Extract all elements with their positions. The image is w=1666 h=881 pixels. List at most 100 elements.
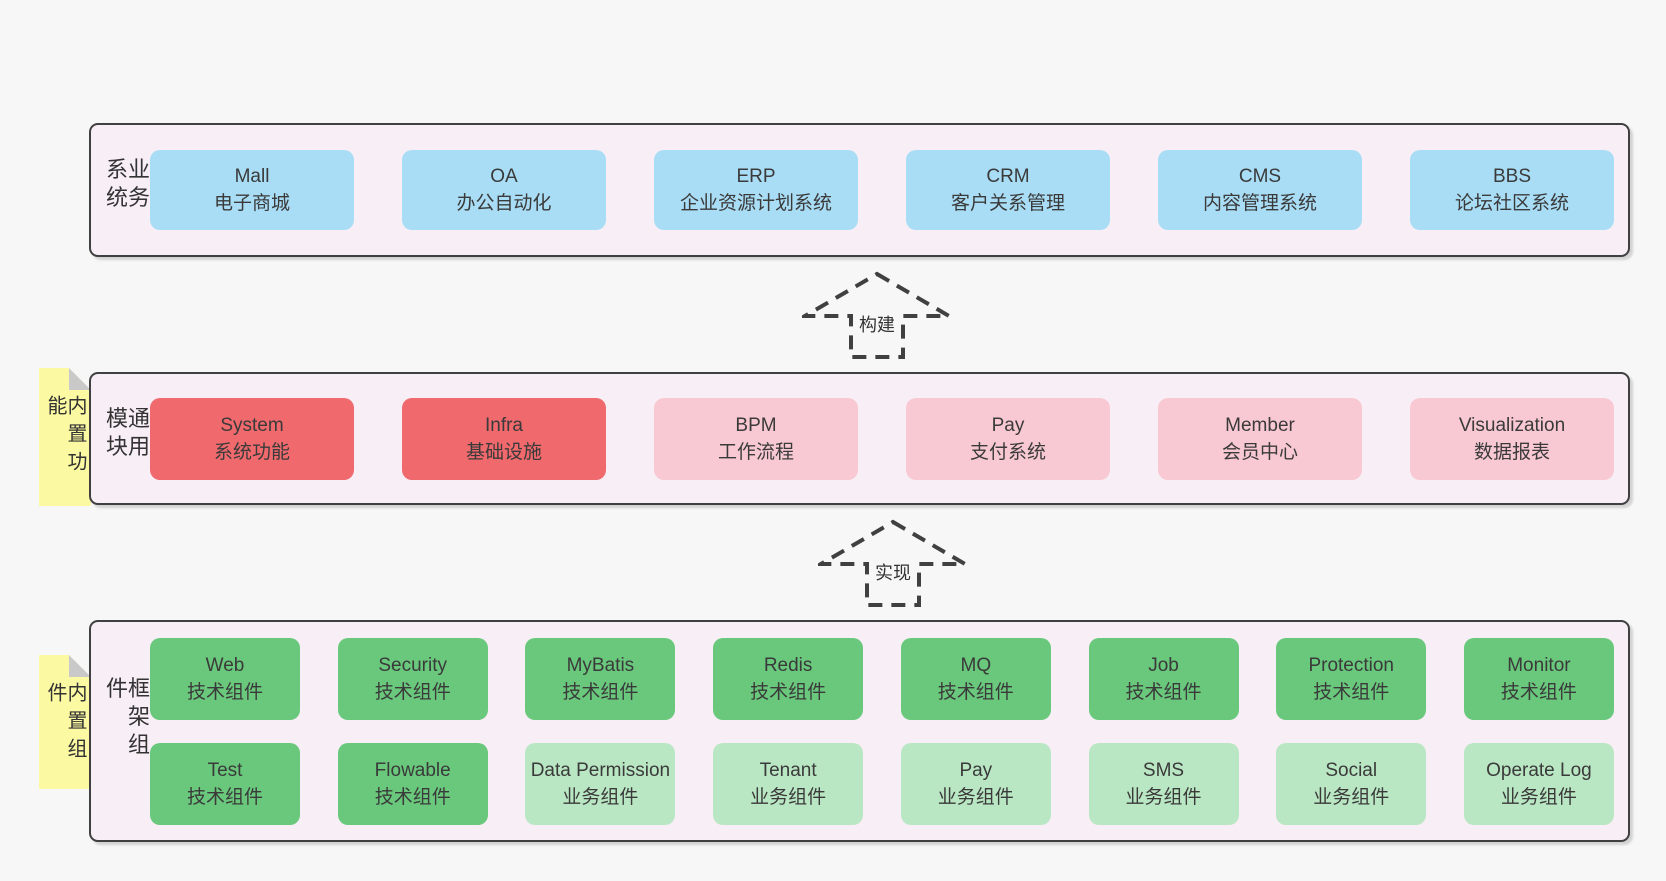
band-label: 业务系统 bbox=[103, 157, 150, 214]
band-rows: Mall 电子商城 OA 办公自动化 ERP 企业资源计划系统 CRM 客户关系… bbox=[150, 150, 1614, 230]
arrow-implement: 实现 bbox=[818, 518, 968, 608]
box-subtitle: 技术组件 bbox=[750, 681, 827, 703]
box-monitor: Monitor 技术组件 bbox=[1463, 637, 1614, 720]
box-subtitle: 技术组件 bbox=[1125, 681, 1202, 703]
folded-corner-icon bbox=[69, 655, 91, 677]
box-title: Tenant bbox=[759, 759, 817, 781]
box-subtitle: 客户关系管理 bbox=[950, 193, 1065, 214]
band-common-modules: 通用模块 System 系统功能 Infra 基础设施 BPM 工作流程 Pay… bbox=[89, 372, 1630, 505]
box-subtitle: 内容管理系统 bbox=[1202, 193, 1317, 214]
dashed-up-arrow-icon bbox=[818, 519, 968, 607]
box-row: System 系统功能 Infra 基础设施 BPM 工作流程 Pay 支付系统… bbox=[150, 397, 1614, 480]
box-title: Job bbox=[1148, 654, 1179, 676]
box-operate-log: Operate Log 业务组件 bbox=[1463, 742, 1614, 825]
box-protection: Protection 技术组件 bbox=[1276, 637, 1427, 720]
box-subtitle: 技术组件 bbox=[374, 786, 451, 808]
box-subtitle: 办公自动化 bbox=[456, 193, 552, 214]
box-title: Operate Log bbox=[1486, 759, 1592, 781]
box-bpm: BPM 工作流程 bbox=[654, 397, 858, 480]
box-row: Web 技术组件 Security 技术组件 MyBatis 技术组件 Redi… bbox=[150, 637, 1614, 720]
box-subtitle: 电子商城 bbox=[213, 193, 290, 214]
box-title: SMS bbox=[1142, 759, 1185, 781]
band-rows: Web 技术组件 Security 技术组件 MyBatis 技术组件 Redi… bbox=[150, 637, 1614, 825]
box-subtitle: 数据报表 bbox=[1473, 441, 1550, 463]
box-security: Security 技术组件 bbox=[337, 637, 488, 720]
box-sms: SMS 业务组件 bbox=[1088, 742, 1239, 825]
folded-corner-icon bbox=[69, 368, 91, 390]
band-rows: System 系统功能 Infra 基础设施 BPM 工作流程 Pay 支付系统… bbox=[150, 397, 1614, 480]
sticky-note-builtin-components: 内置组件 bbox=[39, 655, 91, 789]
box-social: Social 业务组件 bbox=[1276, 742, 1427, 825]
arrow-label: 实现 bbox=[870, 558, 916, 586]
box-title: MQ bbox=[960, 654, 992, 676]
box-flowable: Flowable 技术组件 bbox=[337, 742, 488, 825]
box-subtitle: 论坛社区系统 bbox=[1454, 193, 1569, 214]
box-cms: CMS 内容管理系统 bbox=[1158, 150, 1362, 230]
box-oa: OA 办公自动化 bbox=[402, 150, 606, 230]
box-subtitle: 基础设施 bbox=[465, 441, 542, 463]
box-title: Security bbox=[378, 654, 448, 676]
box-title: BPM bbox=[735, 414, 777, 436]
box-title: Test bbox=[207, 759, 243, 781]
box-pay-system: Pay 支付系统 bbox=[906, 397, 1110, 480]
box-crm: CRM 客户关系管理 bbox=[906, 150, 1110, 230]
box-test: Test 技术组件 bbox=[150, 742, 300, 825]
box-subtitle: 工作流程 bbox=[717, 441, 794, 463]
note-label: 内置功能 bbox=[44, 395, 86, 479]
box-bbs: BBS 论坛社区系统 bbox=[1410, 150, 1614, 230]
box-title: OA bbox=[490, 166, 518, 187]
box-tenant: Tenant 业务组件 bbox=[713, 742, 864, 825]
box-subtitle: 技术组件 bbox=[562, 681, 639, 703]
box-row: Mall 电子商城 OA 办公自动化 ERP 企业资源计划系统 CRM 客户关系… bbox=[150, 150, 1614, 230]
box-subtitle: 技术组件 bbox=[374, 681, 451, 703]
box-subtitle: 业务组件 bbox=[562, 786, 639, 808]
box-subtitle: 技术组件 bbox=[937, 681, 1014, 703]
box-title: Pay bbox=[991, 414, 1025, 436]
box-title: Visualization bbox=[1458, 414, 1566, 436]
box-web: Web 技术组件 bbox=[150, 637, 300, 720]
box-title: Social bbox=[1325, 759, 1378, 781]
dashed-up-arrow-icon bbox=[802, 271, 952, 359]
sticky-note-builtin-features: 内置功能 bbox=[39, 368, 91, 506]
band-business-systems: 业务系统 Mall 电子商城 OA 办公自动化 ERP 企业资源计划系统 CRM… bbox=[89, 123, 1630, 257]
box-title: Pay bbox=[959, 759, 993, 781]
box-member: Member 会员中心 bbox=[1158, 397, 1362, 480]
box-infra: Infra 基础设施 bbox=[402, 397, 606, 480]
box-data-permission: Data Permission 业务组件 bbox=[525, 742, 676, 825]
box-subtitle: 会员中心 bbox=[1221, 441, 1298, 463]
box-title: Redis bbox=[763, 654, 813, 676]
box-mybatis: MyBatis 技术组件 bbox=[525, 637, 676, 720]
box-subtitle: 业务组件 bbox=[1125, 786, 1202, 808]
box-pay-component: Pay 业务组件 bbox=[900, 742, 1051, 825]
box-subtitle: 系统功能 bbox=[213, 441, 290, 463]
box-title: Data Permission bbox=[530, 759, 671, 781]
arrow-build: 构建 bbox=[802, 270, 952, 360]
box-subtitle: 业务组件 bbox=[1313, 786, 1390, 808]
box-title: System bbox=[220, 414, 284, 436]
box-subtitle: 企业资源计划系统 bbox=[679, 193, 832, 214]
box-subtitle: 业务组件 bbox=[937, 786, 1014, 808]
box-subtitle: 技术组件 bbox=[186, 681, 263, 703]
box-subtitle: 技术组件 bbox=[186, 786, 263, 808]
box-title: CMS bbox=[1238, 166, 1282, 187]
box-system: System 系统功能 bbox=[150, 397, 354, 480]
box-subtitle: 支付系统 bbox=[969, 441, 1046, 463]
box-subtitle: 业务组件 bbox=[1500, 786, 1577, 808]
box-title: Monitor bbox=[1507, 654, 1571, 676]
box-title: Flowable bbox=[374, 759, 451, 781]
box-subtitle: 业务组件 bbox=[750, 786, 827, 808]
box-mall: Mall 电子商城 bbox=[150, 150, 354, 230]
box-job: Job 技术组件 bbox=[1088, 637, 1239, 720]
box-subtitle: 技术组件 bbox=[1500, 681, 1577, 703]
box-visualization: Visualization 数据报表 bbox=[1410, 397, 1614, 480]
note-label: 内置组件 bbox=[44, 682, 86, 766]
band-framework-components: 框架组件 Web 技术组件 Security 技术组件 MyBatis 技术组件… bbox=[89, 620, 1630, 842]
box-subtitle: 技术组件 bbox=[1313, 681, 1390, 703]
box-title: Mall bbox=[234, 166, 270, 187]
box-redis: Redis 技术组件 bbox=[713, 637, 864, 720]
arrow-label: 构建 bbox=[854, 310, 900, 338]
box-title: Infra bbox=[484, 414, 524, 436]
box-title: Member bbox=[1225, 414, 1295, 436]
box-title: Protection bbox=[1308, 654, 1394, 676]
box-title: MyBatis bbox=[566, 654, 635, 676]
